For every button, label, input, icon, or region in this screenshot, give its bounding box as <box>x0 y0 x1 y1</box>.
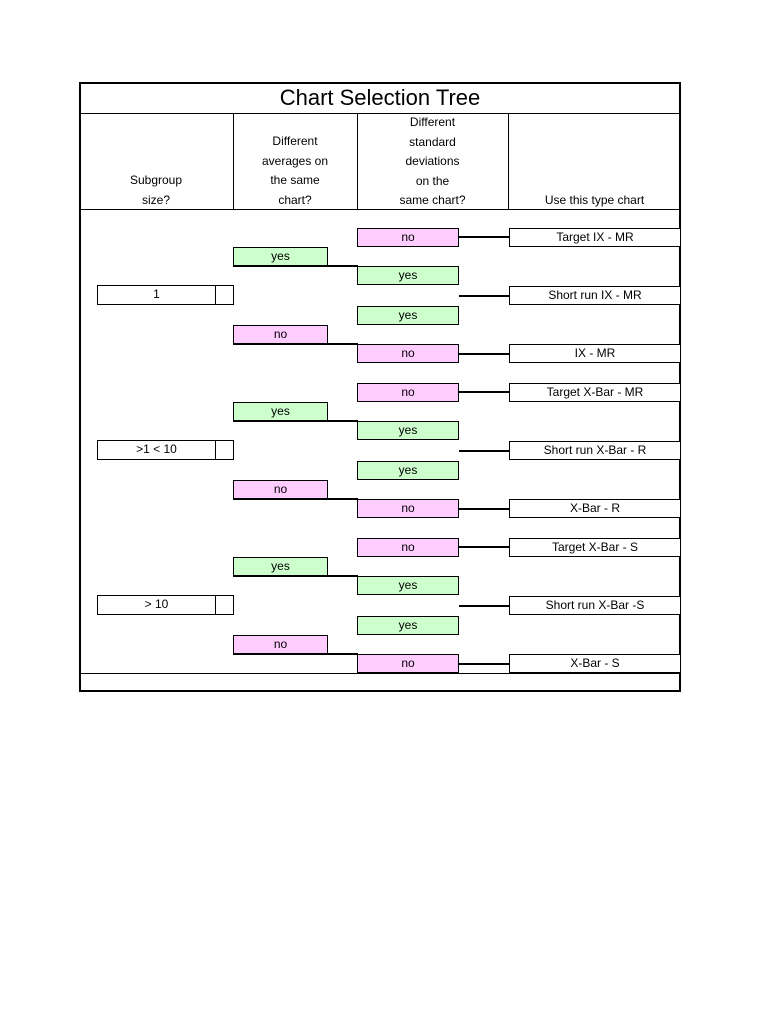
subgroup-size-box: 1 <box>97 285 216 305</box>
chart-type-basic: X-Bar - R <box>509 499 681 518</box>
subgroup-size-box: >1 < 10 <box>97 440 216 460</box>
chart-type-short-run: Short run IX - MR <box>509 286 681 305</box>
avg-yes-box: yes <box>233 402 328 421</box>
sd-yes-box-upper: yes <box>357 266 459 285</box>
sd-no-connector-bottom <box>459 353 509 355</box>
sd-yes-box-lower: yes <box>357 461 459 480</box>
sheet-bottom-gridline <box>79 673 681 674</box>
sd-yes-box-upper: yes <box>357 576 459 595</box>
sd-no-box-top: no <box>357 383 459 402</box>
sd-no-box-bottom: no <box>357 654 459 673</box>
sd-yes-box-upper: yes <box>357 421 459 440</box>
avg-no-connector <box>233 498 358 500</box>
sd-no-box-top: no <box>357 228 459 247</box>
sd-yes-box-lower: yes <box>357 306 459 325</box>
avg-no-box: no <box>233 635 328 654</box>
avg-no-box: no <box>233 480 328 499</box>
chart-type-short-run: Short run X-Bar - R <box>509 441 681 460</box>
sd-yes-connector-merge <box>459 605 509 607</box>
sd-no-connector-top <box>459 391 509 393</box>
avg-yes-connector <box>233 420 358 422</box>
avg-yes-box: yes <box>233 557 328 576</box>
header-subgroup-size: Subgroup size? <box>129 173 183 207</box>
page-title: Chart Selection Tree <box>79 82 681 114</box>
subgroup-stub-box <box>215 440 234 460</box>
sd-no-connector-bottom <box>459 508 509 510</box>
chart-type-short-run: Short run X-Bar -S <box>509 596 681 615</box>
sd-yes-connector-merge <box>459 295 509 297</box>
sd-no-box-bottom: no <box>357 344 459 363</box>
chart-type-target: Target X-Bar - S <box>509 538 681 557</box>
sd-yes-box-lower: yes <box>357 616 459 635</box>
sd-no-connector-top <box>459 546 509 548</box>
avg-no-connector <box>233 343 358 345</box>
chart-type-basic: X-Bar - S <box>509 654 681 673</box>
header-col-divider-3 <box>508 113 509 210</box>
header-col-divider-2 <box>357 113 358 210</box>
chart-type-target: Target IX - MR <box>509 228 681 247</box>
avg-yes-connector <box>233 575 358 577</box>
sd-no-connector-bottom <box>459 663 509 665</box>
avg-no-box: no <box>233 325 328 344</box>
avg-no-connector <box>233 653 358 655</box>
sd-no-box-top: no <box>357 538 459 557</box>
header-different-averages: Different averages on the same chart? <box>261 134 329 207</box>
header-col-divider-1 <box>233 113 234 210</box>
header-bottom-border <box>79 209 681 210</box>
avg-yes-box: yes <box>233 247 328 266</box>
header-different-stdevs: Different standard deviations on the sam… <box>399 115 466 207</box>
sd-no-connector-top <box>459 236 509 238</box>
sd-yes-connector-merge <box>459 450 509 452</box>
chart-type-basic: IX - MR <box>509 344 681 363</box>
subgroup-size-box: > 10 <box>97 595 216 615</box>
chart-type-target: Target X-Bar - MR <box>509 383 681 402</box>
subgroup-stub-box <box>215 285 234 305</box>
avg-yes-connector <box>233 265 358 267</box>
header-use-this-chart: Use this type chart <box>544 193 645 207</box>
sd-no-box-bottom: no <box>357 499 459 518</box>
subgroup-stub-box <box>215 595 234 615</box>
